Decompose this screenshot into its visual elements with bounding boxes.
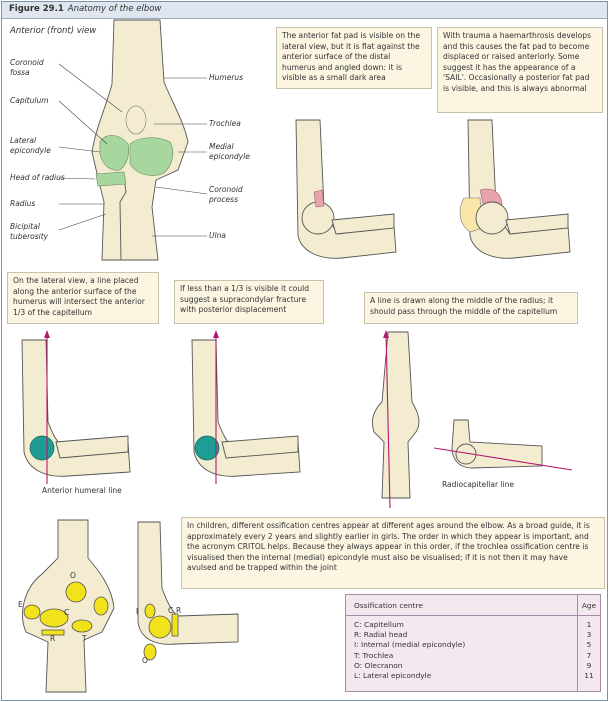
ossification-ap-drawing (22, 519, 115, 693)
table-row-centre: T: Trochlea (354, 650, 394, 660)
age-column: 1 3 5 7 9 11 (577, 616, 600, 692)
letter-o-lat: O (142, 656, 148, 665)
radius-line-lateral-drawing (433, 419, 573, 471)
label-coronoid-fossa: Coronoid fossa (10, 58, 44, 77)
label-ulna: Ulna (209, 231, 226, 240)
letter-c-lat: C (168, 606, 174, 615)
letter-o-ap: O (70, 571, 76, 580)
header-centre: Ossification centre (354, 600, 423, 610)
figure-title-text: Anatomy of the elbow (67, 4, 162, 14)
humeral-line-displaced-drawing (191, 330, 301, 484)
table-row-age: 9 (586, 660, 592, 670)
label-head-of-radius: Head of radius (10, 173, 65, 182)
label-medial-epicondyle: Medial epicondyle (209, 142, 250, 161)
caption-anterior-humeral-line: Anterior humeral line (42, 486, 122, 495)
table-row-age: 3 (586, 630, 592, 640)
letter-c-ap: C (64, 608, 70, 617)
radius-line-ap-drawing (371, 330, 420, 509)
letter-t-ap: T (82, 634, 87, 643)
table-row-age: 1 (586, 620, 592, 629)
ossification-table-header: Ossification centre Age (346, 595, 600, 616)
label-lateral-epicondyle: Lateral epicondyle (10, 136, 51, 155)
humeral-line-normal-drawing (21, 330, 131, 484)
table-row-age: 7 (586, 650, 592, 660)
table-row-centre: I: Internal (medial epicondyle) (354, 640, 466, 650)
lateral-normal-drawing (295, 119, 397, 259)
ossification-lateral-drawing (137, 521, 239, 661)
label-radius: Radius (10, 199, 36, 208)
figure-number: Figure 29.1 (9, 4, 64, 14)
table-row-centre: C: Capitellum (354, 620, 404, 629)
ossification-table: Ossification centre Age C: Capitellum R:… (345, 594, 601, 692)
label-humerus: Humerus (209, 73, 244, 82)
table-row-centre: O: Olecranon (354, 660, 403, 670)
caption-radiocapitellar-line: Radiocapitellar line (442, 480, 514, 489)
note-humeral-line: On the lateral view, a line placed along… (7, 272, 159, 324)
table-row-centre: R: Radial head (354, 630, 408, 640)
centre-column: C: Capitellum R: Radial head I: Internal… (346, 616, 577, 692)
table-row-centre: L: Lateral epicondyle (354, 671, 432, 681)
label-coronoid-process: Coronoid process (209, 185, 243, 204)
label-capitulum: Capitulum (10, 96, 49, 105)
note-supracondylar: If less than a 1/3 is visible it could s… (174, 280, 324, 324)
label-trochlea: Trochlea (209, 119, 241, 128)
letter-r-ap: R (50, 634, 56, 643)
letter-e: E (18, 600, 23, 609)
anterior-elbow-drawing (58, 19, 208, 261)
letter-r-lat: R (176, 606, 182, 615)
anterior-view-title: Anterior (front) view (10, 26, 97, 36)
ossification-table-body: C: Capitellum R: Radial head I: Internal… (346, 616, 600, 692)
letter-i: I (136, 607, 139, 616)
table-row-age: 11 (584, 671, 594, 681)
note-radius-line: A line is drawn along the middle of the … (364, 292, 578, 324)
header-age: Age (577, 595, 600, 615)
table-row-age: 5 (586, 640, 592, 650)
lateral-sail-drawing (459, 119, 571, 259)
note-fat-pad: The anterior fat pad is visible on the l… (276, 27, 432, 89)
label-bicipital-tuberosity: Bicipital tuberosity (10, 222, 49, 241)
note-children: In children, different ossification cent… (181, 517, 605, 589)
note-trauma: With trauma a haemarthrosis develops and… (437, 27, 603, 113)
